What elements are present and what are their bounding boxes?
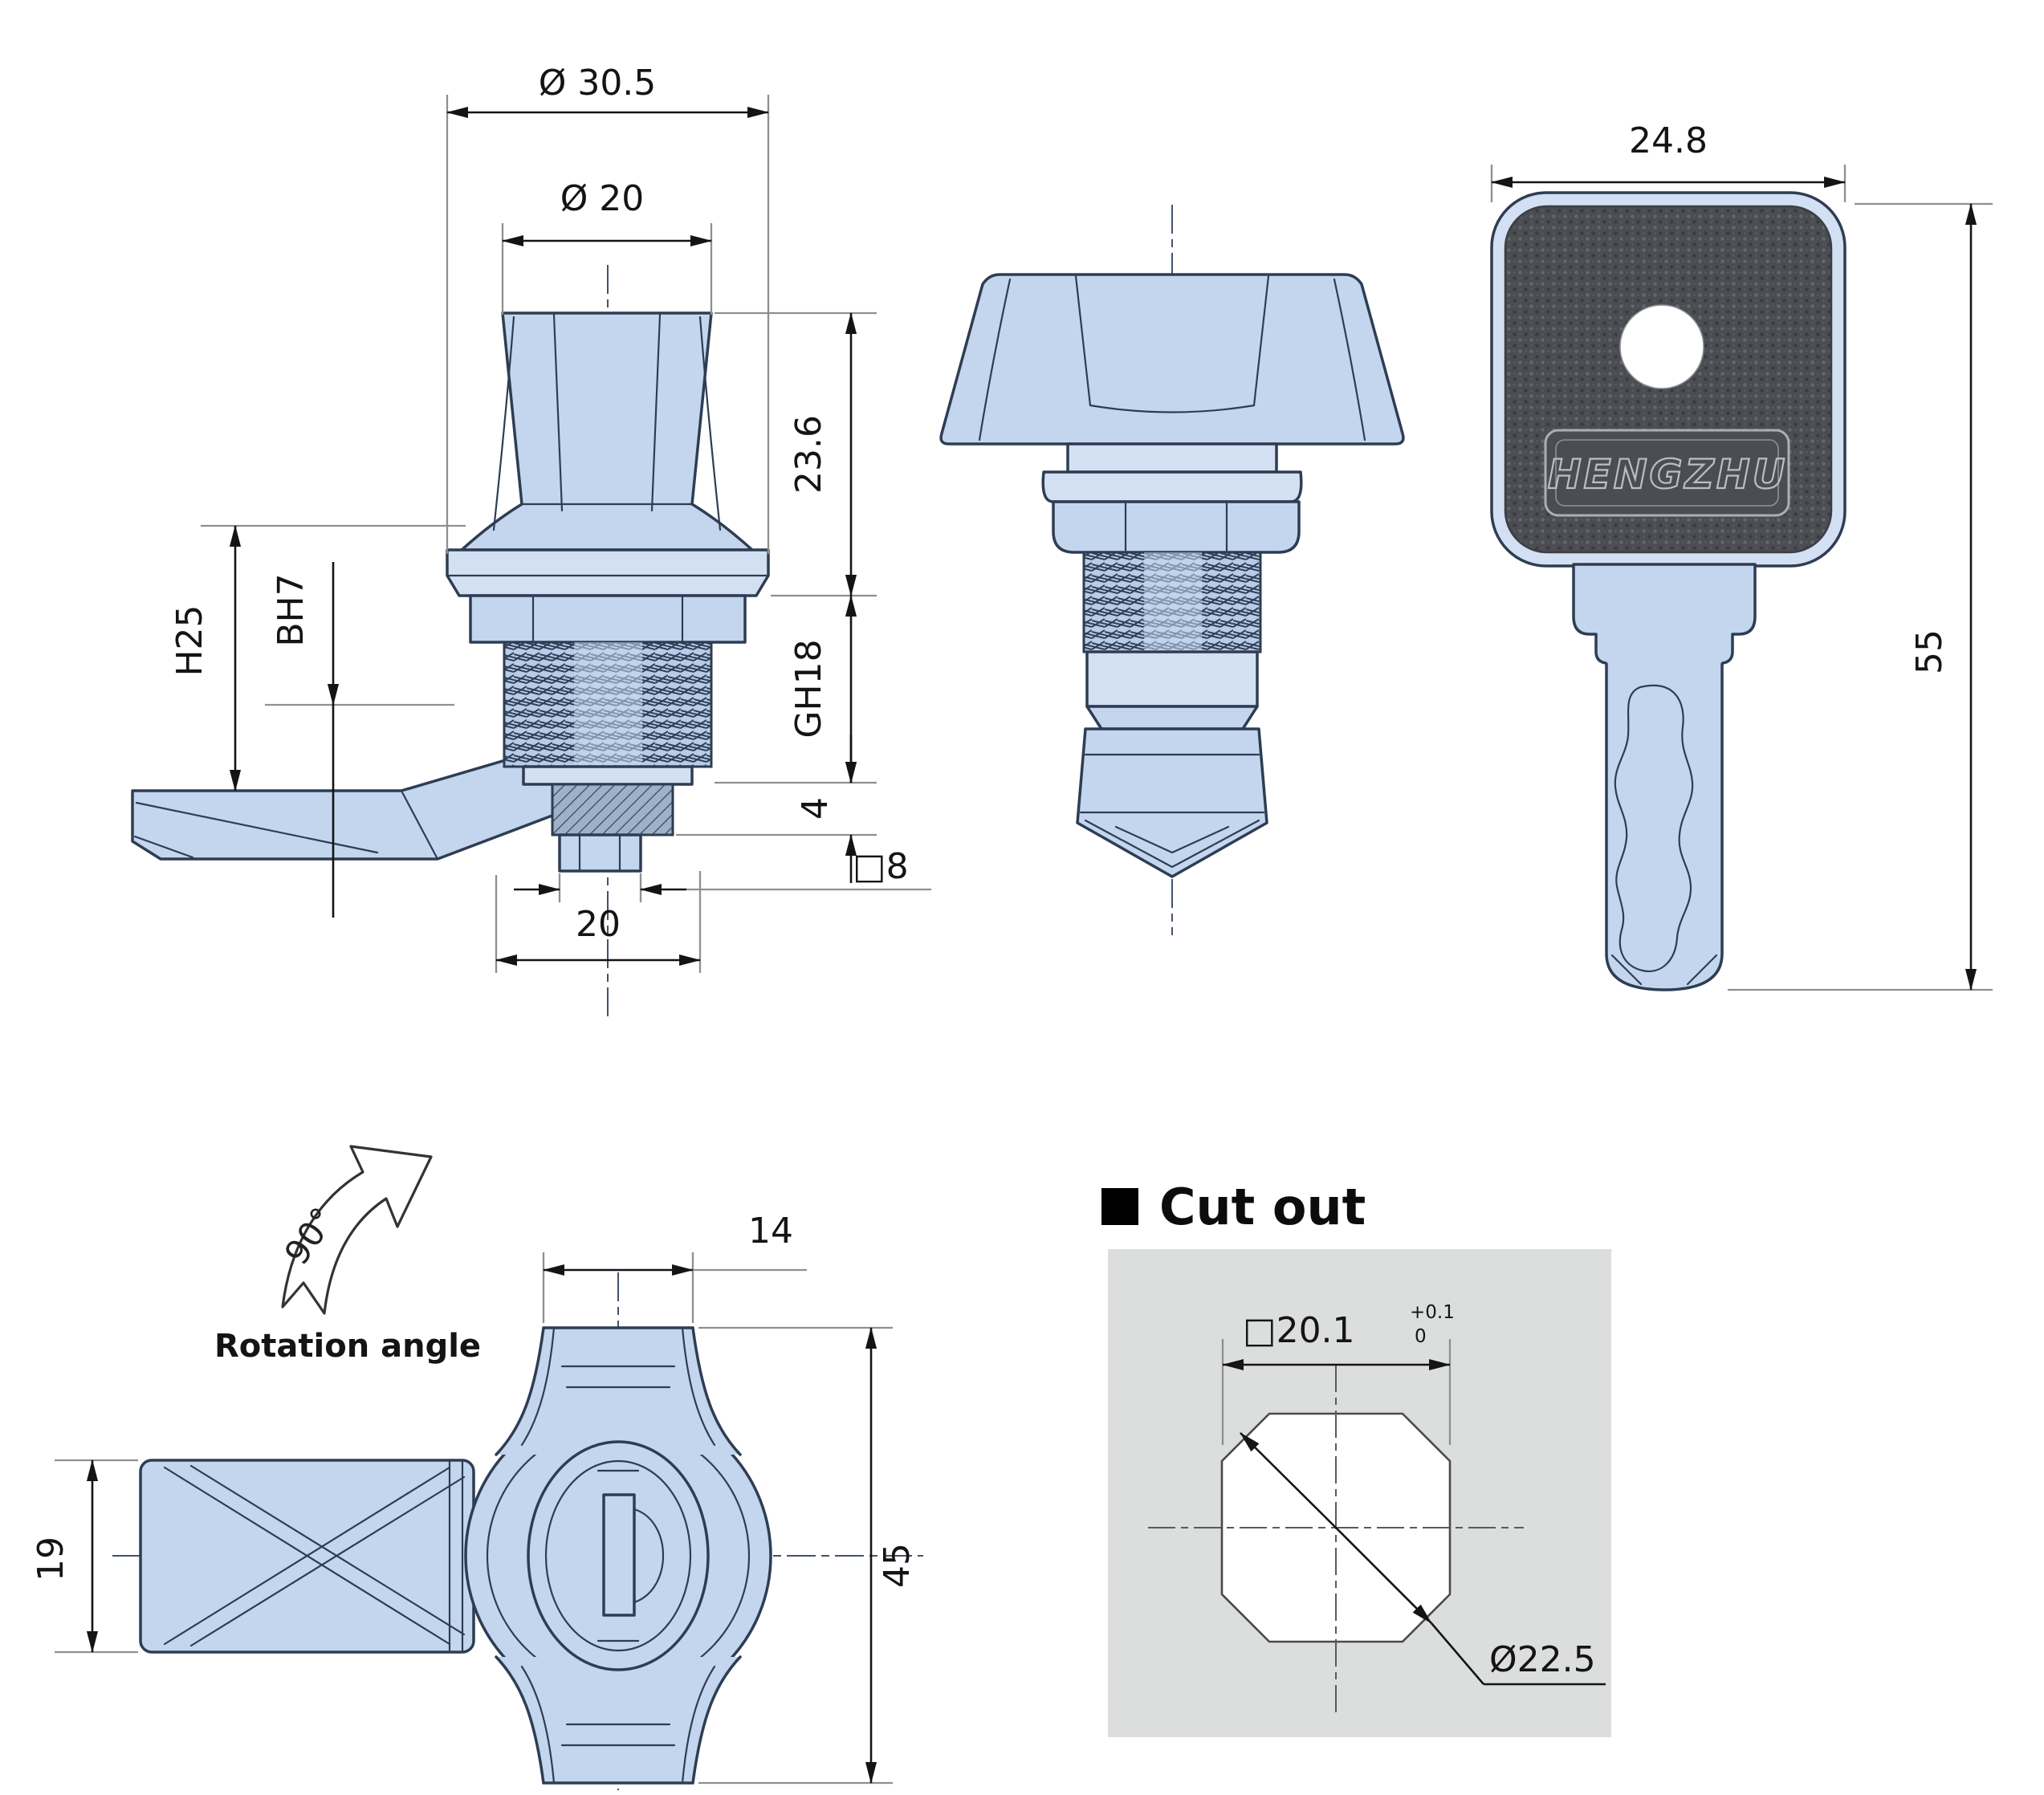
- dim-label-wing-width: 14: [748, 1211, 793, 1252]
- cam-lever: [131, 751, 588, 861]
- cam-side: [1076, 727, 1268, 878]
- dim-label-knob-height: 23.6: [788, 415, 829, 494]
- dim-cam-height: 19: [31, 1459, 138, 1654]
- dim-key-length: 55: [1728, 202, 1993, 991]
- cam-washer: [551, 783, 674, 836]
- dim-tolerance-lower: 0: [1415, 1326, 1427, 1347]
- side-flange: [1041, 470, 1303, 503]
- dim-cam-length: 20: [495, 871, 702, 973]
- key-cylinder-top: [527, 1440, 710, 1671]
- dim-square-shaft: □8: [514, 846, 931, 902]
- hex-nut-front: [469, 594, 747, 644]
- key-blade: [1572, 563, 1757, 991]
- brand-logo-text: HENGZHU: [1548, 451, 1788, 498]
- dim-cutout-diameter: Ø22.5: [1240, 1432, 1606, 1686]
- cam-top-view: [139, 1459, 475, 1654]
- dim-label-cutout-square: □20.1: [1243, 1310, 1355, 1351]
- side-view: [939, 205, 1405, 935]
- barrel-side: [1085, 650, 1259, 708]
- barrel-neck: [522, 765, 694, 786]
- dim-label-cam-position: BH7: [271, 573, 311, 646]
- front-view: Ø 30.5 Ø 20 23.6 GH18 4: [131, 63, 931, 1018]
- dim-label-square-shaft: □8: [853, 846, 909, 887]
- dim-knob-diameter: Ø 20: [501, 178, 713, 315]
- dim-cutout-square: □20.1 +0.1 0: [1221, 1302, 1455, 1445]
- section-bullet-icon: [1101, 1188, 1138, 1225]
- cutout-section: Cut out □20.1 +0.1 0 Ø22.5: [1101, 1178, 1611, 1737]
- dim-tolerance-upper: +0.1: [1410, 1302, 1455, 1323]
- dim-label-thread-length: GH18: [788, 639, 829, 738]
- top-view: 14 19 45 90° Rotation angle: [31, 1145, 923, 1790]
- key-ring-hole: [1619, 304, 1704, 389]
- wing-bottom: [495, 1655, 742, 1785]
- dim-outer-diameter: Ø 30.5: [446, 63, 770, 554]
- knob-washer: [1066, 442, 1278, 474]
- dim-label-key-length: 55: [1909, 629, 1950, 674]
- dim-chain-right: 23.6 GH18 4: [676, 311, 877, 883]
- cutout-section-title: Cut out: [1159, 1178, 1366, 1236]
- dim-chain-left: H25 BH7: [169, 524, 466, 918]
- dim-wing-width: 14: [542, 1211, 807, 1323]
- hex-nut-side: [1052, 500, 1301, 554]
- dim-label-grip-height: H25: [169, 604, 210, 676]
- rotation-angle-label: Rotation angle: [214, 1328, 481, 1365]
- flange: [446, 548, 770, 597]
- dim-label-cam-length: 20: [576, 904, 621, 945]
- square-shaft: [558, 833, 642, 873]
- dim-label-knob-diameter: Ø 20: [560, 178, 645, 219]
- rotation-arrow-icon: [281, 1145, 433, 1315]
- dim-label-cam-height: 19: [31, 1537, 71, 1581]
- wing-top: [495, 1326, 742, 1456]
- key-view: HENGZHU 24.8 55: [1490, 120, 1993, 991]
- wing-knob-side: [939, 273, 1405, 446]
- dim-label-outer-diameter: Ø 30.5: [539, 63, 657, 104]
- brand-plate: [1544, 429, 1790, 517]
- dim-head-width: 24.8: [1490, 120, 1847, 202]
- dim-label-head-width: 24.8: [1629, 120, 1708, 161]
- dim-label-total-height: 45: [877, 1543, 918, 1588]
- neck-side: [1085, 705, 1259, 731]
- dim-label-cam-offset: 4: [795, 797, 836, 820]
- dim-total-height: 45: [698, 1326, 918, 1785]
- dim-label-cutout-diameter: Ø22.5: [1489, 1639, 1596, 1680]
